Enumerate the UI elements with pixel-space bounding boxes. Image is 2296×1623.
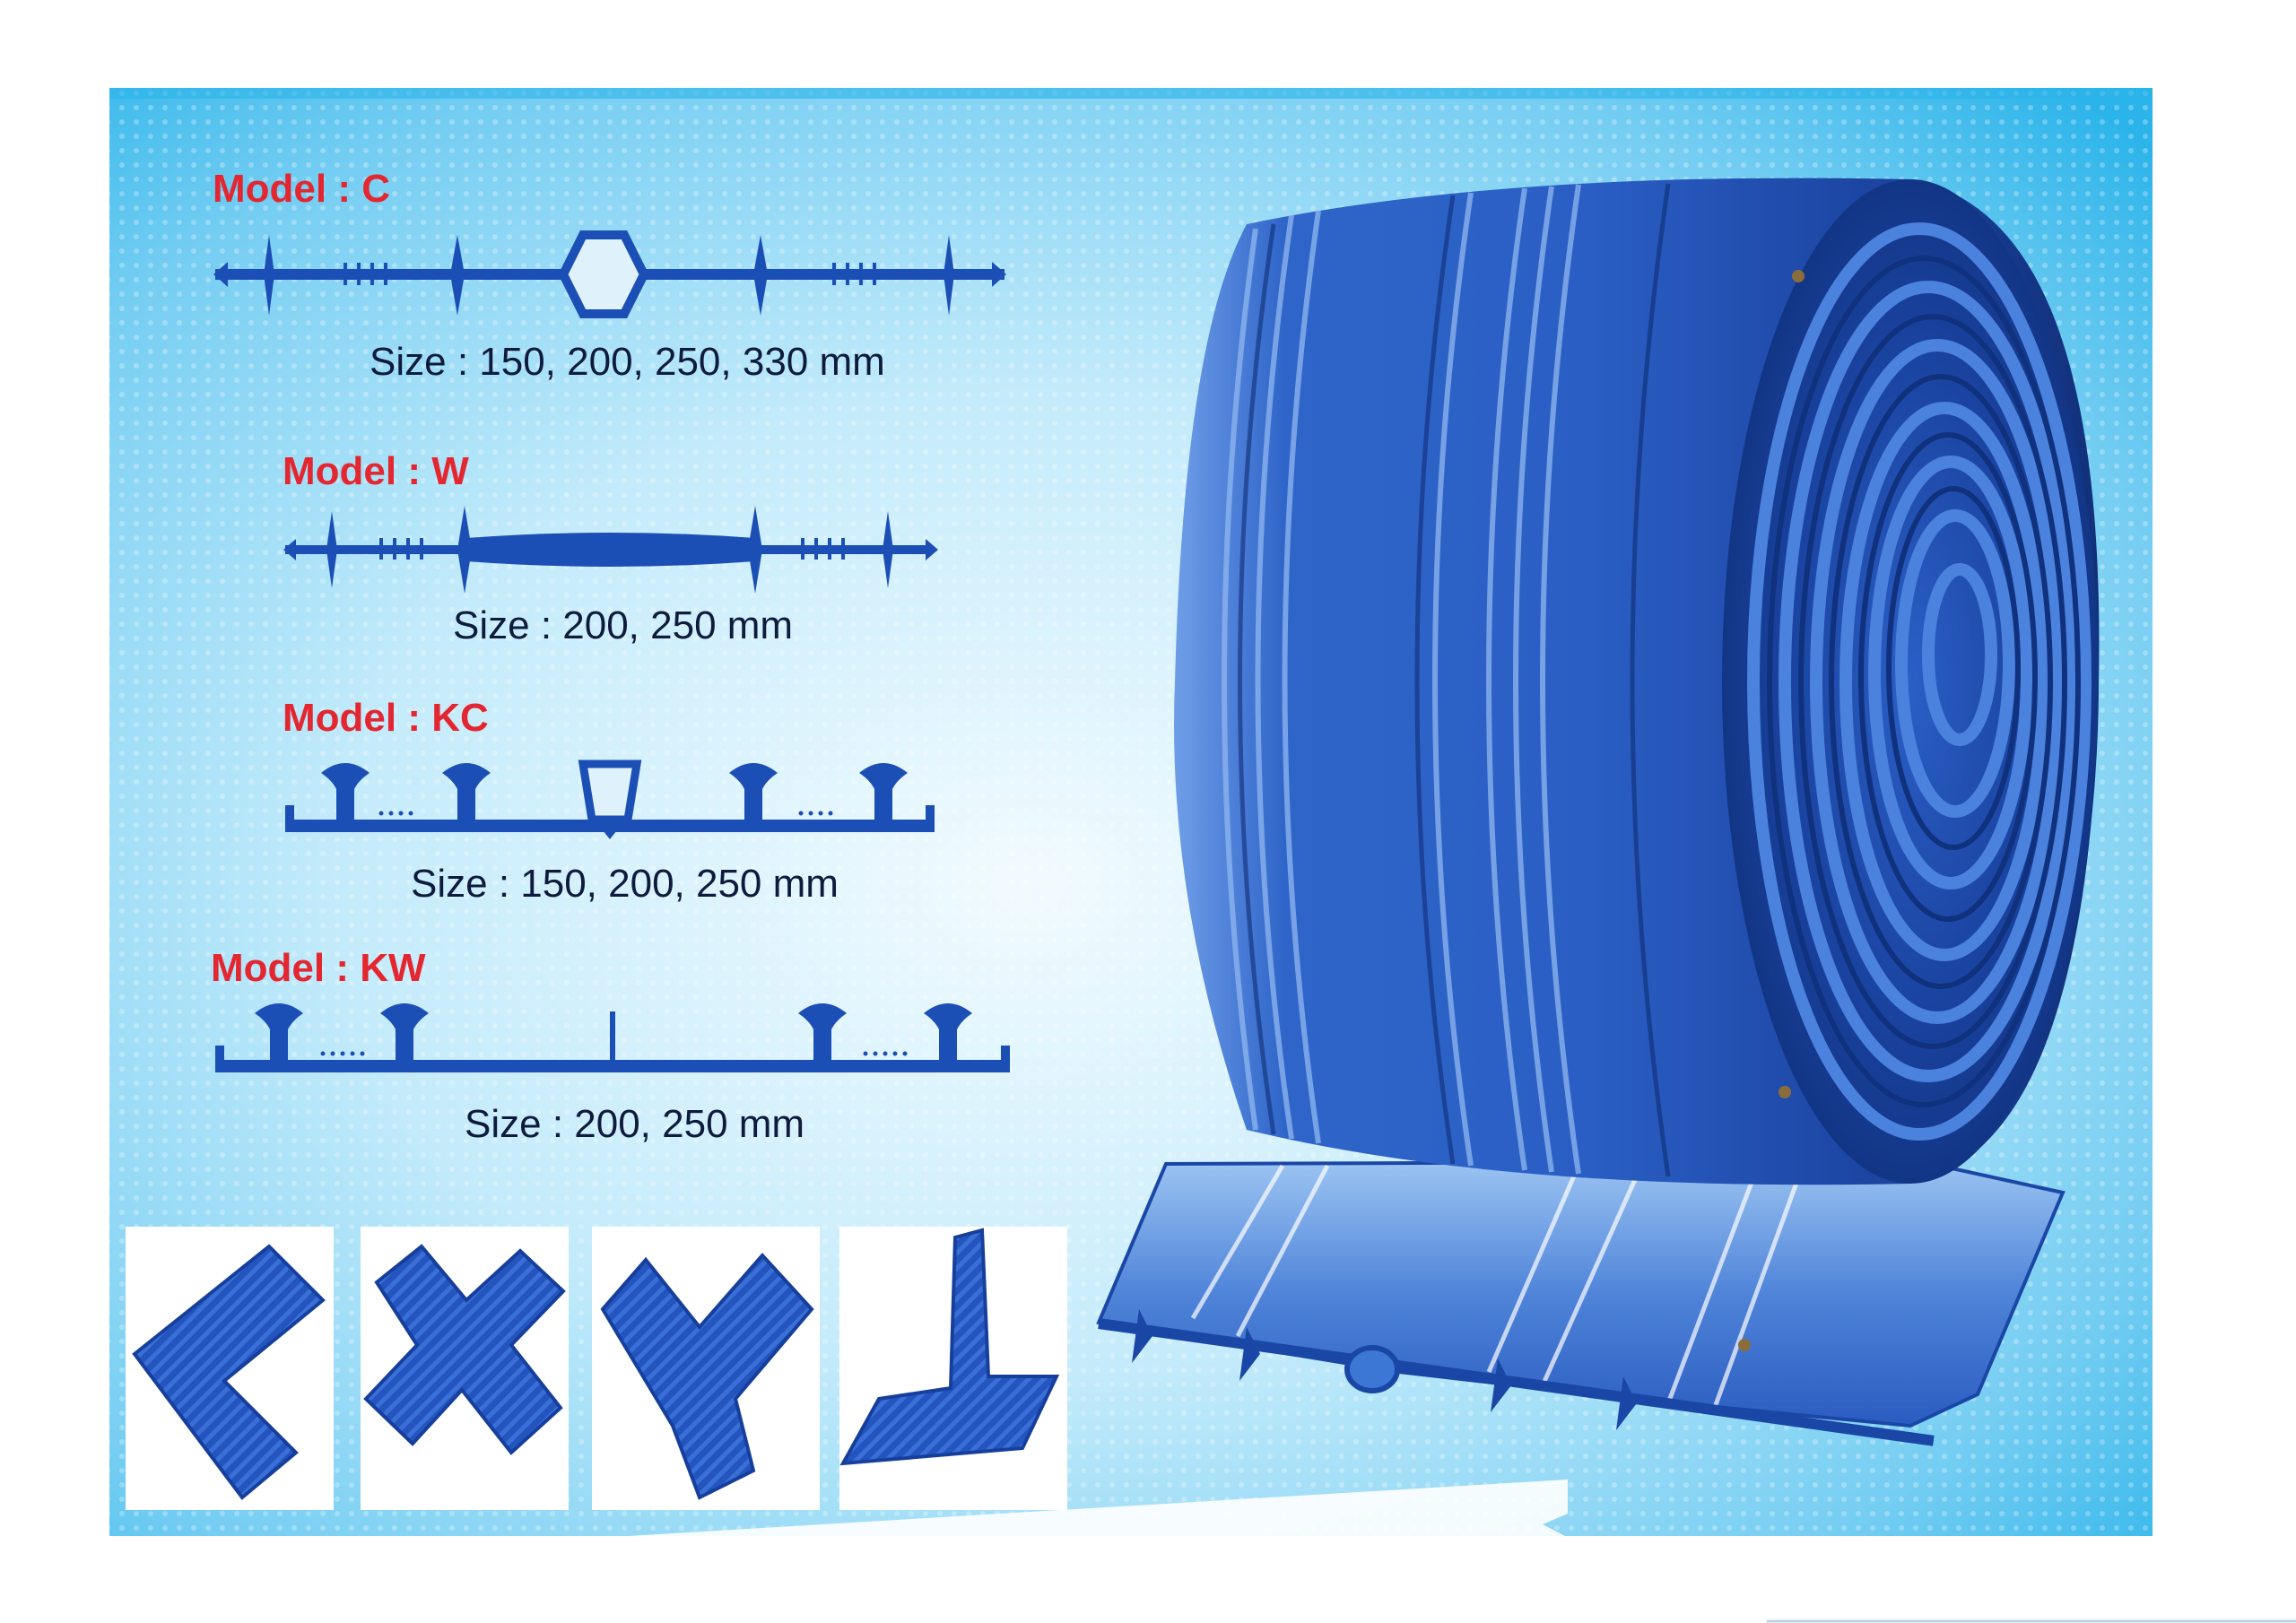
profile-c-icon (213, 230, 1006, 318)
size-label: Size : 150, 200, 250 mm (411, 862, 839, 906)
model-c-block: Model : C Size : 150, 200, 250, 330 mm (213, 167, 1006, 384)
size-label: Size : 200, 250 mm (465, 1102, 804, 1146)
model-kc-block: Model : KC Size : 150, 200, 250 mm (283, 696, 935, 906)
waterstop-roll-image (1096, 178, 2100, 1446)
model-label: Model : KW (211, 946, 426, 990)
model-label: Model : C (213, 167, 390, 211)
x-cross-joint-image (361, 1227, 569, 1510)
vertical-t-joint-image (839, 1227, 1067, 1510)
model-label: Model : KC (283, 696, 489, 740)
model-kw-block: Model : KW Size : 200, 250 mm (211, 946, 1010, 1146)
size-label: Size : 200, 250 mm (453, 603, 793, 647)
model-label: Model : W (283, 449, 469, 493)
profile-kw-icon (215, 1003, 1010, 1072)
model-w-block: Model : W Size : 200, 250 mm (283, 449, 938, 647)
l-corner-joint-image (126, 1227, 334, 1510)
t-junction-joint-image (592, 1227, 820, 1510)
profile-w-icon (283, 506, 938, 594)
size-label: Size : 150, 200, 250, 330 mm (370, 340, 885, 384)
joint-thumbnails (126, 1227, 1067, 1510)
profile-kc-icon (285, 759, 935, 839)
